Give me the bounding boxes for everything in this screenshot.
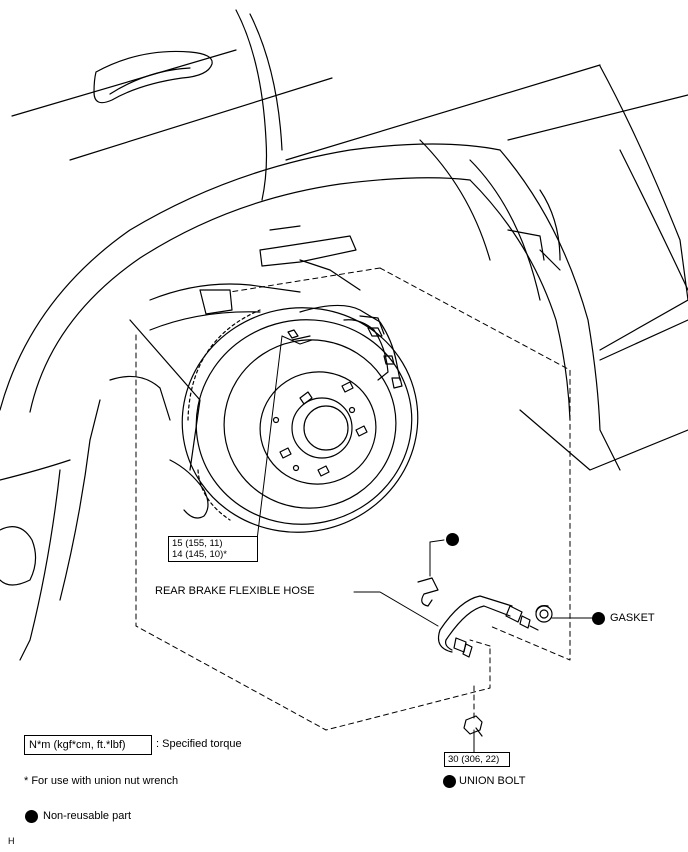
- union-bolt-label: UNION BOLT: [459, 775, 526, 787]
- hose-label: REAR BRAKE FLEXIBLE HOSE: [155, 585, 315, 597]
- lug-studs: [279, 381, 368, 477]
- union-bolt-torque-value: 30 (306, 22): [448, 754, 500, 765]
- wheel-arch: [0, 139, 688, 661]
- door-handle: [93, 50, 213, 104]
- union-bolt-torque-callout: 30 (306, 22): [444, 752, 510, 767]
- legend-torque-box: N*m (kgf*cm, ft.*lbf): [24, 735, 152, 755]
- legend-non-reusable-dot-icon: [25, 810, 38, 823]
- corner-mark: H: [8, 836, 15, 846]
- legend-torque-units: N*m (kgf*cm, ft.*lbf): [29, 739, 126, 751]
- brake-caliper: [287, 304, 403, 389]
- caliper-torque-line2: 14 (145, 10)*: [172, 549, 227, 560]
- suspension-parts: [89, 225, 361, 519]
- vehicle-body-outline: [11, 9, 688, 301]
- legend-footnote: * For use with union nut wrench: [24, 775, 179, 787]
- leader-lines: [255, 335, 593, 753]
- caliper-torque-callout: 15 (155, 11) 14 (145, 10)*: [168, 536, 258, 562]
- clip-non-reusable-dot-icon: [446, 533, 459, 546]
- gasket-non-reusable-dot-icon: [592, 612, 605, 625]
- gasket-label: GASKET: [610, 612, 655, 624]
- hose-clip: [417, 577, 439, 607]
- flexible-hose-assembly: [417, 577, 553, 737]
- assembly-dashed-lines: [135, 267, 571, 731]
- caliper-torque-line1: 15 (155, 11): [172, 538, 223, 549]
- union-bolt-non-reusable-dot-icon: [443, 775, 456, 788]
- union-bolt-part: [463, 715, 483, 735]
- legend-non-reusable-text: Non-reusable part: [43, 810, 132, 822]
- brake-rotor: [181, 307, 419, 533]
- legend-torque-text: : Specified torque: [156, 738, 242, 750]
